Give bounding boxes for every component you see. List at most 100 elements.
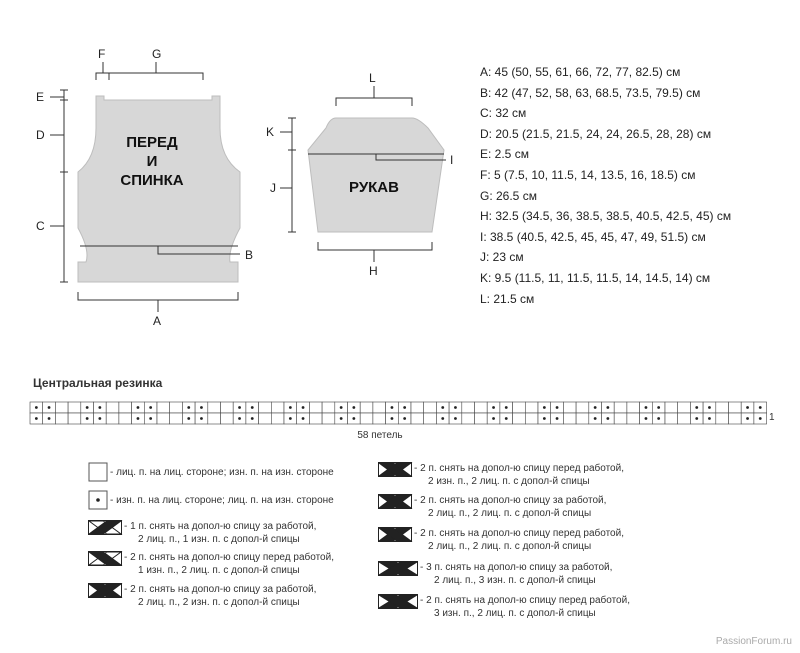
chart-cell xyxy=(410,412,424,425)
purl-dot xyxy=(758,406,762,409)
chart-cell xyxy=(105,412,120,425)
chart-cell xyxy=(474,401,488,414)
legend-text: - 2 п. снять на допол-ю спицу перед рабо… xyxy=(414,527,624,553)
purl-dot xyxy=(492,417,495,420)
knit-square xyxy=(88,462,108,482)
chart-cell xyxy=(321,401,336,414)
purl-dot xyxy=(454,406,457,409)
purl-dot xyxy=(454,417,457,420)
purl-dot xyxy=(555,417,559,420)
purl-dot xyxy=(136,417,140,420)
dim-I: I xyxy=(450,153,453,167)
purl-dot xyxy=(98,406,102,409)
legend-text-line: - 2 п. снять на допол-ю спицу за работой… xyxy=(124,584,317,595)
chart-cell xyxy=(728,412,742,425)
chart-cell xyxy=(220,412,234,425)
measurement-row: K: 9.5 (11.5, 11, 11.5, 11.5, 14, 14.5, … xyxy=(480,270,711,285)
purl-dot xyxy=(238,406,241,409)
chart-cell xyxy=(169,401,183,414)
measurement-row: I: 38.5 (40.5, 42.5, 45, 45, 47, 49, 51.… xyxy=(480,229,706,244)
purl-dot xyxy=(149,417,153,420)
chart-cell xyxy=(626,401,640,414)
chart-cell xyxy=(410,401,424,414)
purl-dot xyxy=(47,417,51,420)
chart-cell xyxy=(575,401,590,414)
chart-cell xyxy=(423,412,437,425)
chart-cell xyxy=(207,412,221,425)
legend-text: - лиц. п. на лиц. стороне; изн. п. на из… xyxy=(110,466,334,479)
purl-dot xyxy=(98,417,102,420)
chart-cell xyxy=(461,412,475,425)
purl-dot xyxy=(352,417,356,420)
stitch-chart-grid xyxy=(29,401,767,425)
purl-dot xyxy=(593,406,597,409)
purl-dot xyxy=(34,417,38,420)
dim-J: J xyxy=(270,181,276,195)
chart-cell xyxy=(359,412,374,425)
legend-text-line: - 2 п. снять на допол-ю спицу перед рабо… xyxy=(414,528,624,539)
body-label-line-1: ПЕРЕД xyxy=(126,134,178,151)
purl-dot-square xyxy=(88,490,108,510)
chart-cell xyxy=(613,412,628,425)
chart-cell xyxy=(728,401,742,414)
legend-text: - 2 п. снять на допол-ю спицу перед рабо… xyxy=(124,551,334,577)
purl-dot xyxy=(708,417,711,420)
cable-2-2-front-knit-icon xyxy=(378,527,413,542)
chart-cell xyxy=(512,401,526,414)
measurement-row: B: 42 (47, 52, 58, 63, 68.5, 73.5, 79.5)… xyxy=(480,85,701,100)
purl-dot xyxy=(403,417,407,420)
purl-dot xyxy=(339,406,343,409)
measurement-row: H: 32.5 (34.5, 36, 38.5, 38.5, 40.5, 42.… xyxy=(480,209,732,224)
measurement-row: F: 5 (7.5, 10, 11.5, 14, 13.5, 16, 18.5)… xyxy=(480,167,696,182)
purl-dot xyxy=(187,417,191,420)
purl-dot xyxy=(542,406,546,409)
measurement-row: G: 26.5 см xyxy=(480,188,537,203)
purl-dot xyxy=(606,417,610,420)
cable-3-2-front-icon xyxy=(378,594,418,609)
chart-cell xyxy=(105,401,120,414)
purl-dot xyxy=(593,417,597,420)
dim-L: L xyxy=(369,71,376,85)
dim-K: K xyxy=(266,125,274,139)
purl-dot xyxy=(85,406,89,409)
chart-cell xyxy=(664,412,678,425)
chart-cell xyxy=(67,401,82,414)
chart-cell xyxy=(563,412,577,425)
watermark: PassionForum.ru xyxy=(715,636,792,647)
purl-dot xyxy=(352,406,356,409)
purl-dot xyxy=(695,417,699,420)
purl-dot xyxy=(136,406,140,409)
chart-cell xyxy=(55,412,69,425)
chart-cell xyxy=(156,412,170,425)
purl-dot xyxy=(250,406,254,409)
legend-text-line: - 2 п. снять на допол-ю спицу за работой… xyxy=(414,495,607,506)
body-label-line-2: И xyxy=(147,153,158,170)
purl-dot xyxy=(542,417,546,420)
purl-dot xyxy=(606,406,610,409)
purl-dot xyxy=(657,406,661,409)
chart-cell xyxy=(613,401,628,414)
chart-cell xyxy=(207,401,221,414)
purl-dot xyxy=(85,417,89,420)
legend-text-line: 2 лиц. п., 2 лиц. п. с допол-й спицы xyxy=(428,541,592,552)
legend-text-line: 1 изн. п., 2 лиц. п. с допол-й спицы xyxy=(138,565,300,576)
purl-dot xyxy=(644,417,648,420)
purl-dot xyxy=(504,417,508,420)
purl-dot xyxy=(390,417,394,420)
purl-dot xyxy=(492,406,495,409)
purl-dot xyxy=(200,406,203,409)
purl-dot xyxy=(644,406,648,409)
cable-1-1-back-icon xyxy=(88,520,123,535)
chart-cell xyxy=(563,401,577,414)
purl-dot xyxy=(746,406,749,409)
schematic-diagram: ПЕРЕД И СПИНКА РУКАВ F G xyxy=(36,47,453,328)
chart-cell xyxy=(220,401,234,414)
legend-text-line: - 2 п. снять на допол-ю спицу перед рабо… xyxy=(420,595,630,606)
chart-cell xyxy=(258,401,272,414)
chart-cell xyxy=(271,412,285,425)
legend-text: - изн. п. на лиц. стороне; лиц. п. на из… xyxy=(110,494,334,507)
legend-text: - 3 п. снять на допол-ю спицу за работой… xyxy=(420,561,612,587)
chart-cell xyxy=(55,401,69,414)
chart-cell xyxy=(169,412,183,425)
